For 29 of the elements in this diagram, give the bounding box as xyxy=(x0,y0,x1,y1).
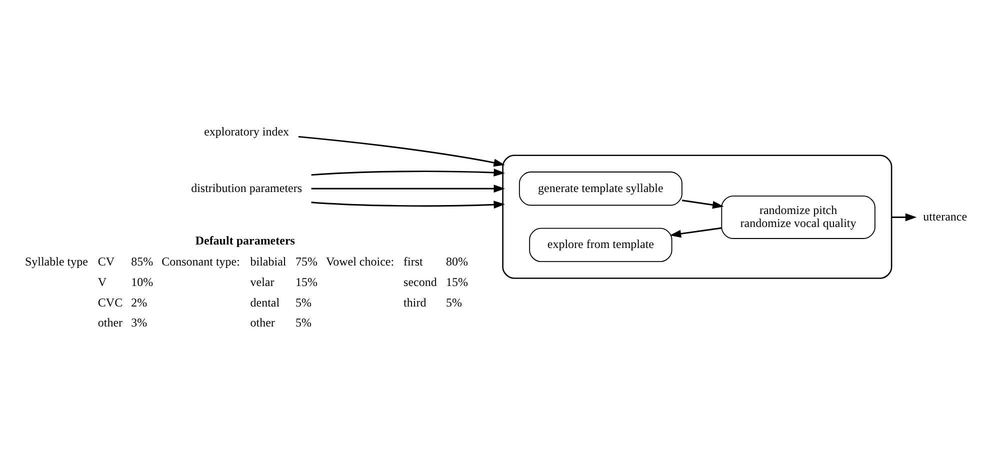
label: V xyxy=(98,274,107,288)
label: 75% xyxy=(296,254,318,268)
node-text: distribution parameters xyxy=(191,180,302,194)
label: 3% xyxy=(131,315,148,330)
label: 10% xyxy=(131,274,154,288)
label: 15% xyxy=(296,274,318,288)
label: second xyxy=(404,274,437,288)
label: 80% xyxy=(446,254,468,268)
label: other xyxy=(98,315,123,330)
label: velar xyxy=(250,274,274,288)
label: third xyxy=(404,294,426,309)
label: dental xyxy=(250,294,280,309)
label: other xyxy=(250,315,275,330)
label: first xyxy=(404,254,423,268)
label: Consonant type: xyxy=(162,254,240,268)
label: CV xyxy=(98,254,115,268)
label: 5% xyxy=(296,294,312,309)
label: 5% xyxy=(446,294,462,309)
label: bilabial xyxy=(250,254,286,268)
node-text: utterance xyxy=(923,208,968,223)
label: Default parameters xyxy=(195,232,295,247)
label: Syllable type xyxy=(24,254,88,268)
label: 5% xyxy=(296,315,312,330)
label: Vowel choice: xyxy=(326,254,394,268)
node-text: exploratory index xyxy=(204,124,290,138)
label: CVC xyxy=(98,294,123,309)
label: 2% xyxy=(131,294,148,309)
label: 15% xyxy=(446,274,468,288)
label: 85% xyxy=(131,254,154,268)
